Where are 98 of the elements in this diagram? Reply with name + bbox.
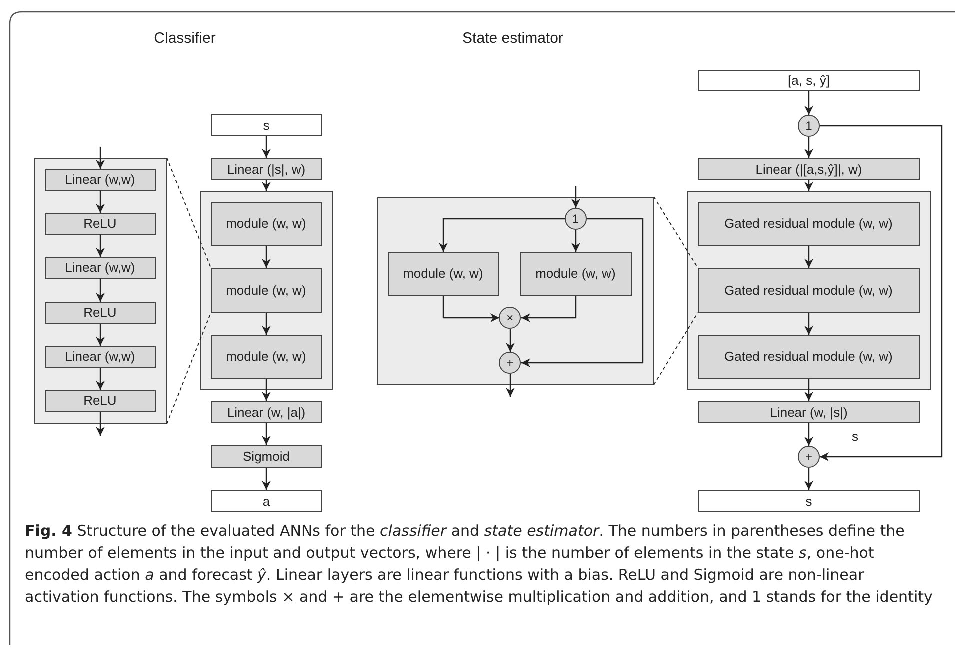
layer-label: s [263,118,270,132]
operator-symbol: × [506,312,514,324]
layer-label: Linear (w,w) [65,173,136,186]
layer-label: module (w, w) [226,350,306,364]
layer-label: ReLU [84,217,117,230]
arrow [804,180,814,191]
arrow [96,412,105,436]
arrow [96,279,105,302]
io-box [211,490,322,512]
arrow [262,180,271,191]
dashed-zoom-line [654,312,698,386]
layer-box [210,268,322,313]
arrow [96,235,105,257]
arrow [442,296,500,322]
module-panel [34,158,167,424]
arrow [804,468,814,490]
layer-label: Linear (|[a,s,ŷ]|, w) [756,162,862,176]
arrow [804,379,814,401]
arrow [439,218,565,252]
layer-label: ReLU [84,306,117,320]
section-heading: Classifier [154,30,216,47]
layer-box [698,268,920,313]
layer-box [211,158,322,180]
layer-box [210,334,322,379]
dashed-zoom-line [166,158,212,268]
layer-label: Linear (|s|, w) [227,162,306,176]
layer-box [44,168,156,191]
layer-label: Gated residual module (w, w) [724,217,893,230]
dashed-zoom-line [166,312,212,424]
arrow [572,186,580,208]
layer-label: Linear (w,w) [65,261,136,274]
arrow [262,136,271,158]
layer-label: a [262,494,270,508]
operator-circle [499,352,522,374]
arrow [262,246,271,268]
io-box [698,490,920,512]
layer-label: Linear (w, |a|) [227,406,306,418]
io-box [211,114,322,136]
arrow [506,329,515,352]
layer-label: module (w, w) [226,217,306,230]
layer-box [698,401,920,423]
operator-circle [798,446,820,468]
operator-symbol: 1 [572,212,580,225]
layer-label: Linear (w, |s|) [770,406,848,418]
arrow [820,125,943,462]
operator-symbol: + [506,356,514,369]
layer-box [520,252,632,296]
layer-label: Linear (w,w) [65,350,136,364]
arrow [262,313,271,335]
layer-box [44,302,156,324]
layer-box [211,445,322,468]
arrow [96,368,105,390]
layer-box [388,252,499,296]
arrow [262,423,271,445]
layer-label: module (w, w) [536,267,616,280]
arrow [522,296,577,322]
arrow [262,468,271,490]
operator-circle [499,306,522,329]
layer-label: ReLU [84,394,117,408]
module-panel [200,191,333,390]
layer-box [698,158,920,180]
layer-label: module (w, w) [226,284,306,297]
layer-box [44,212,156,235]
operator-symbol: + [805,451,812,463]
arrow [96,324,105,346]
layer-label: module (w, w) [403,267,484,280]
layer-label: Gated residual module (w, w) [724,284,893,297]
arrow [96,147,105,169]
layer-label: s [806,494,812,508]
layer-label: Sigmoid [243,450,290,463]
arrow [522,218,644,368]
operator-circle [798,115,820,137]
layer-box [44,346,156,368]
figure-caption: Fig. 4 Structure of the evaluated ANNs for the classifier and state estimator. The numbers in parentheses define the number of elements in the input and output vectors, where | · | is the number of elements in the state s, one-hot encoded action a and forecast ŷ. Linear layers are linear functions with a bias. ReLU and Sigmoid are non-linear activation functions. The symbols × and + are the elementwise multiplication and addition, and 1 stands for the identity [25,521,934,608]
layer-box [211,401,322,423]
module-panel [377,197,654,385]
arrow [804,246,814,268]
layer-box [698,202,920,246]
arrow [262,379,271,401]
module-panel [687,191,931,390]
arrow [804,91,814,115]
section-heading: State estimator [462,30,564,47]
layer-box [210,202,322,246]
operator-symbol: 1 [806,120,812,132]
layer-box [698,334,920,379]
arrow [506,374,515,397]
layer-box [44,256,156,279]
arrow [572,230,580,252]
arrow [804,137,814,158]
arrow [804,423,814,446]
dashed-zoom-line [654,196,698,268]
arrow [96,191,105,213]
layer-label: Gated residual module (w, w) [724,350,893,364]
io-box [698,70,920,91]
layer-box [44,390,156,412]
layer-label: [a, s, ŷ] [788,74,830,87]
arrow [804,313,814,335]
operator-circle [564,208,587,230]
